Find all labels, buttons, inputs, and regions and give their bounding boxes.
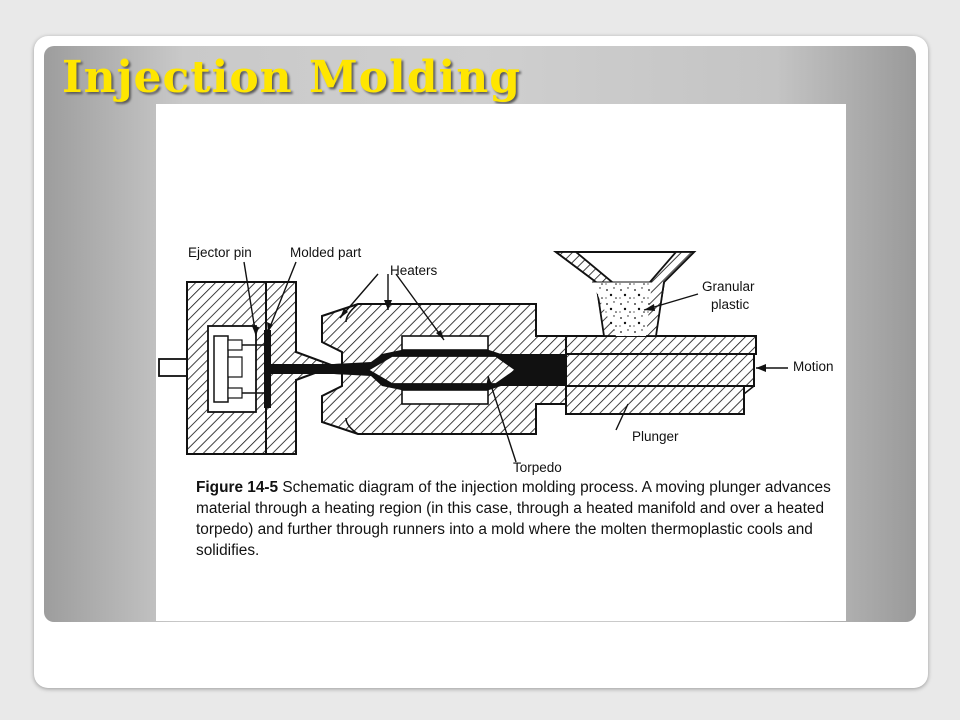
ejector-rod (158, 358, 188, 377)
label-motion: Motion (793, 359, 834, 374)
label-plunger: Plunger (632, 429, 679, 444)
figure-number: Figure 14-5 (196, 479, 279, 496)
molded-part (264, 330, 271, 408)
label-ejector-pin: Ejector pin (188, 245, 252, 260)
torpedo (366, 355, 518, 385)
label-torpedo: Torpedo (513, 460, 562, 475)
heater-band-top (401, 335, 489, 351)
heater-band-bottom (401, 389, 489, 405)
slide-title: Injection Molding (62, 52, 521, 103)
cylinder-top (565, 335, 757, 355)
caption-text: Schematic diagram of the injection moldi… (196, 479, 831, 559)
label-molded-part: Molded part (290, 245, 362, 260)
cylinder-bottom (565, 385, 745, 415)
label-granular: Granular (702, 279, 755, 294)
label-heaters: Heaters (390, 263, 438, 278)
figure-image: Ejector pin Molded part Heaters Granular… (156, 104, 846, 621)
figure-caption: Figure 14-5 Schematic diagram of the inj… (196, 477, 836, 561)
label-plastic: plastic (711, 297, 750, 312)
granular-plastic (592, 282, 652, 336)
arrowheads (252, 300, 766, 387)
injection-molding-schematic (158, 251, 788, 463)
plunger (565, 353, 755, 387)
